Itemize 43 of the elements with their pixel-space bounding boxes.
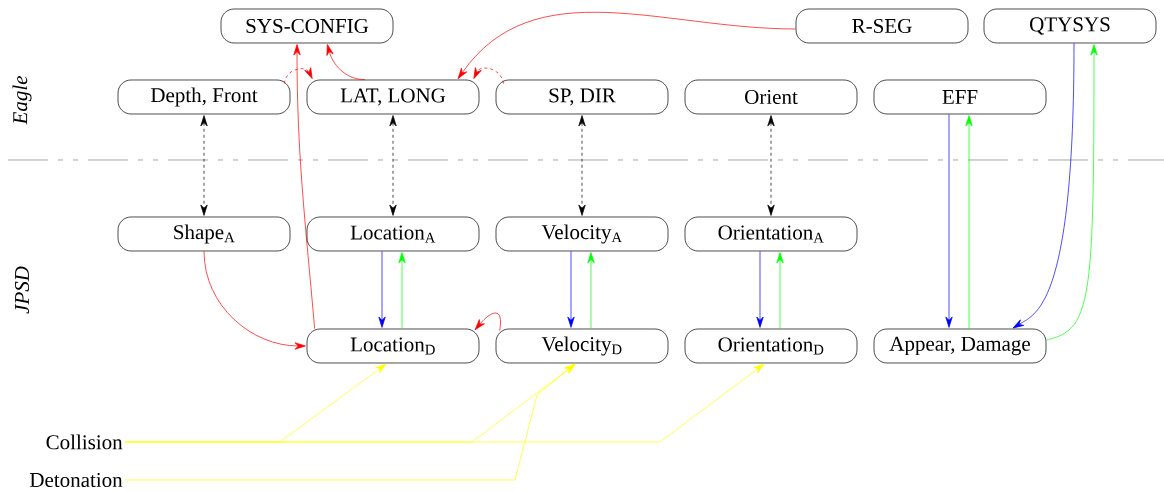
arrow [587,252,595,329]
arrow [567,251,575,328]
arrow [284,67,313,84]
arrow [1012,43,1075,329]
arrow [965,115,973,329]
rounded-box: Depth, Front [117,79,291,115]
arrow [578,115,586,216]
arrow [1046,44,1098,341]
source-label: Collision [46,434,123,450]
rounded-box: R-SEG [795,8,969,44]
rounded-box: Orientation$_{A}$ [684,216,858,252]
rounded-box: Orient [684,79,858,115]
arrow [293,44,315,329]
arrow [203,251,306,350]
arrow [473,67,504,84]
rounded-box: QTYSYS [983,8,1157,44]
arrow [200,115,208,216]
arrow [326,44,366,80]
arrow [457,12,796,79]
rounded-box: Appear, Damage [873,328,1047,364]
rounded-box: Velocity$_{A}$ [495,216,669,252]
section-label: Eagle [12,75,32,125]
arrow [389,115,397,216]
arrow [767,115,775,216]
rounded-box: SP, DIR [495,79,669,115]
arrow [756,251,764,328]
rounded-box: SYS-CONFIG [220,8,394,44]
rounded-box: Orientation$_{D}$ [684,328,858,364]
arrow [474,312,501,331]
rounded-box: EFF [873,79,1047,115]
arrow [776,252,784,329]
rounded-box: Location$_{A}$ [306,216,480,252]
arrow [124,363,765,443]
arrow [378,251,386,328]
arrow [124,363,576,481]
section-label: JPSD [14,266,30,314]
arrow [398,252,406,329]
rounded-box: Shape$_{A}$ [117,216,291,252]
arrow [945,114,953,328]
rounded-box: Velocity$_{D}$ [495,328,669,364]
source-label: Detonation [29,472,123,488]
rounded-box: Location$_{D}$ [306,328,480,364]
rounded-box: LAT, LONG [306,79,480,115]
